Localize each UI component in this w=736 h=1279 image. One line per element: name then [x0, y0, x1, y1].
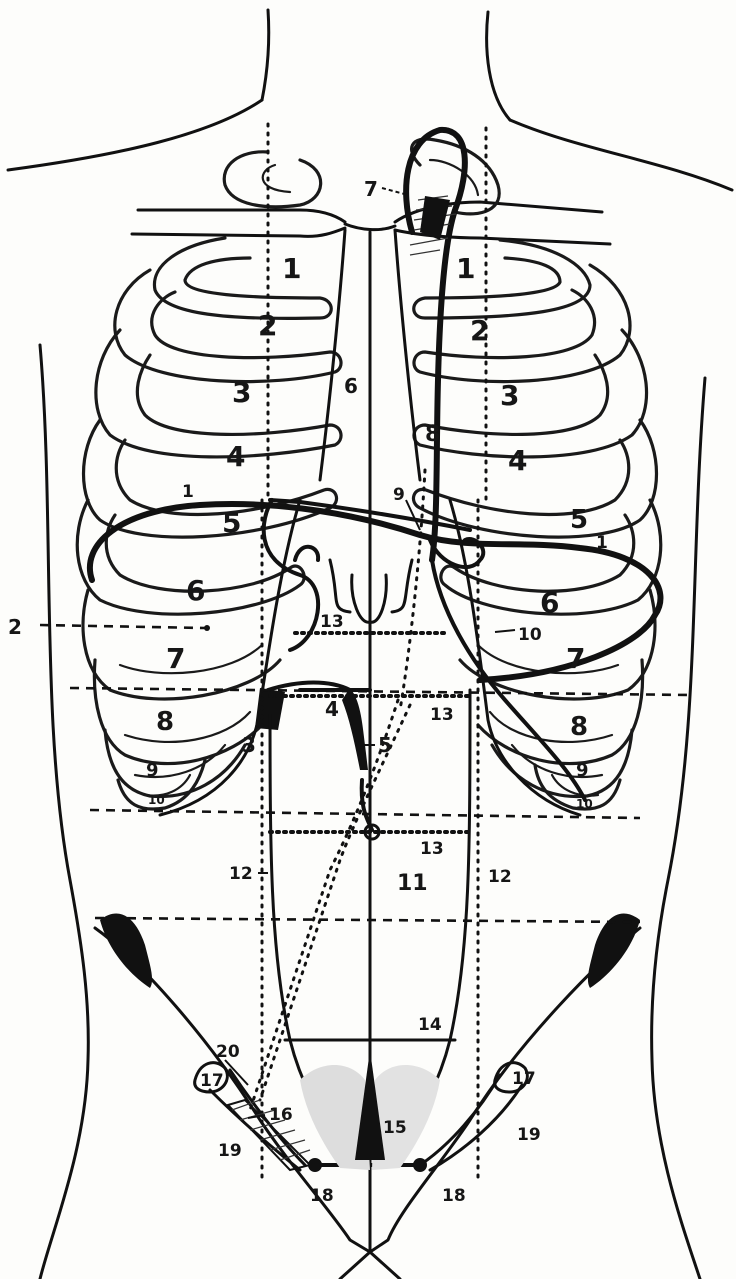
rib-r2: [154, 238, 331, 318]
rib-l5: [413, 420, 656, 537]
label-2: 2: [8, 615, 22, 639]
intertubercular-line: [95, 918, 640, 922]
rib-label-l7: 7: [566, 642, 585, 675]
right-iliac-crest-mark: [100, 914, 152, 988]
label-20: 20: [216, 1042, 240, 1062]
rib-label-r8: 8: [156, 707, 174, 737]
rib-r3: [115, 270, 341, 382]
flank-right: [40, 345, 88, 1279]
rib-label-r3: 3: [232, 376, 251, 409]
thigh-left: [370, 1252, 400, 1279]
label-19-right: 19: [218, 1141, 242, 1161]
label-1-right: 1: [182, 482, 194, 502]
rib-label-l6: 6: [540, 586, 559, 619]
label-13-lower: 13: [420, 839, 444, 859]
leader-lines: [204, 188, 515, 1126]
pylorus-fill: [342, 688, 368, 770]
rib-label-l5: 5: [570, 505, 588, 535]
dotted-diagonals: [250, 470, 425, 1110]
label-12-left: 12: [488, 867, 512, 887]
label-1-left: 1: [596, 533, 608, 553]
label-13-upper: 13: [320, 612, 344, 632]
rib-label-r4: 4: [226, 440, 245, 473]
shoulder-left: [510, 120, 732, 190]
rib-r5: [84, 420, 337, 537]
label-10: 10: [518, 625, 542, 645]
left-iliac-crest-mark: [588, 914, 640, 988]
label-16: 16: [269, 1105, 293, 1125]
transpyloric-line: [70, 688, 690, 695]
label-11: 11: [397, 871, 428, 896]
label-17-right: 17: [200, 1071, 224, 1091]
rib-l4: [414, 330, 647, 457]
label-15: 15: [383, 1118, 407, 1138]
line-2-indicator: [40, 625, 205, 628]
rib-label-r6: 6: [186, 574, 205, 607]
shoulder-right: [8, 100, 262, 170]
rib-label-r10: 10: [148, 793, 165, 807]
label-9: 9: [393, 485, 405, 505]
rib-label-r7: 7: [166, 642, 185, 675]
label-7: 7: [364, 177, 378, 201]
rib-l3: [414, 265, 630, 382]
thigh-right: [340, 1252, 370, 1279]
label-14: 14: [418, 1015, 442, 1035]
clavicle-right-upper: [138, 210, 345, 222]
flank-left: [652, 378, 705, 1279]
label-8: 8: [425, 422, 440, 447]
label-5: 5: [378, 733, 392, 757]
rib-label-r1: 1: [282, 252, 301, 285]
rib-label-l8: 8: [570, 712, 588, 742]
label-6: 6: [344, 374, 358, 398]
rib-label-l1: 1: [456, 252, 475, 285]
rib-r4: [96, 330, 341, 457]
rib-label-l2: 2: [470, 314, 489, 347]
label-19-left: 19: [517, 1125, 541, 1145]
rib-label-r2: 2: [258, 309, 277, 342]
rib-label-l9: 9: [576, 760, 589, 781]
rib-label-r9: 9: [146, 760, 159, 781]
neck-left: [487, 12, 510, 120]
rib-label-l4: 4: [508, 444, 527, 477]
sternum-right-edge: [320, 230, 345, 480]
sternum-base: [330, 560, 350, 612]
label-13-middle: 13: [430, 705, 454, 725]
neck-right: [262, 10, 269, 100]
label-17-left: 17: [512, 1069, 536, 1089]
pubic-tubercle-right: [308, 1158, 322, 1172]
label-18-left: 18: [442, 1186, 466, 1206]
sternal-notch: [345, 224, 395, 230]
pubic-tubercle-left: [413, 1158, 427, 1172]
rib-r8: [94, 660, 262, 764]
clavicle-right-lower: [132, 228, 345, 236]
label-3: 3: [242, 733, 256, 757]
label-12-right: 12: [229, 864, 253, 884]
label-4: 4: [325, 697, 339, 721]
rib-label-l10: 10: [576, 797, 593, 811]
rib-r1: [224, 152, 320, 207]
rib-label-r5: 5: [222, 506, 241, 539]
label-18-right: 18: [310, 1186, 334, 1206]
rib-label-l3: 3: [500, 379, 519, 412]
